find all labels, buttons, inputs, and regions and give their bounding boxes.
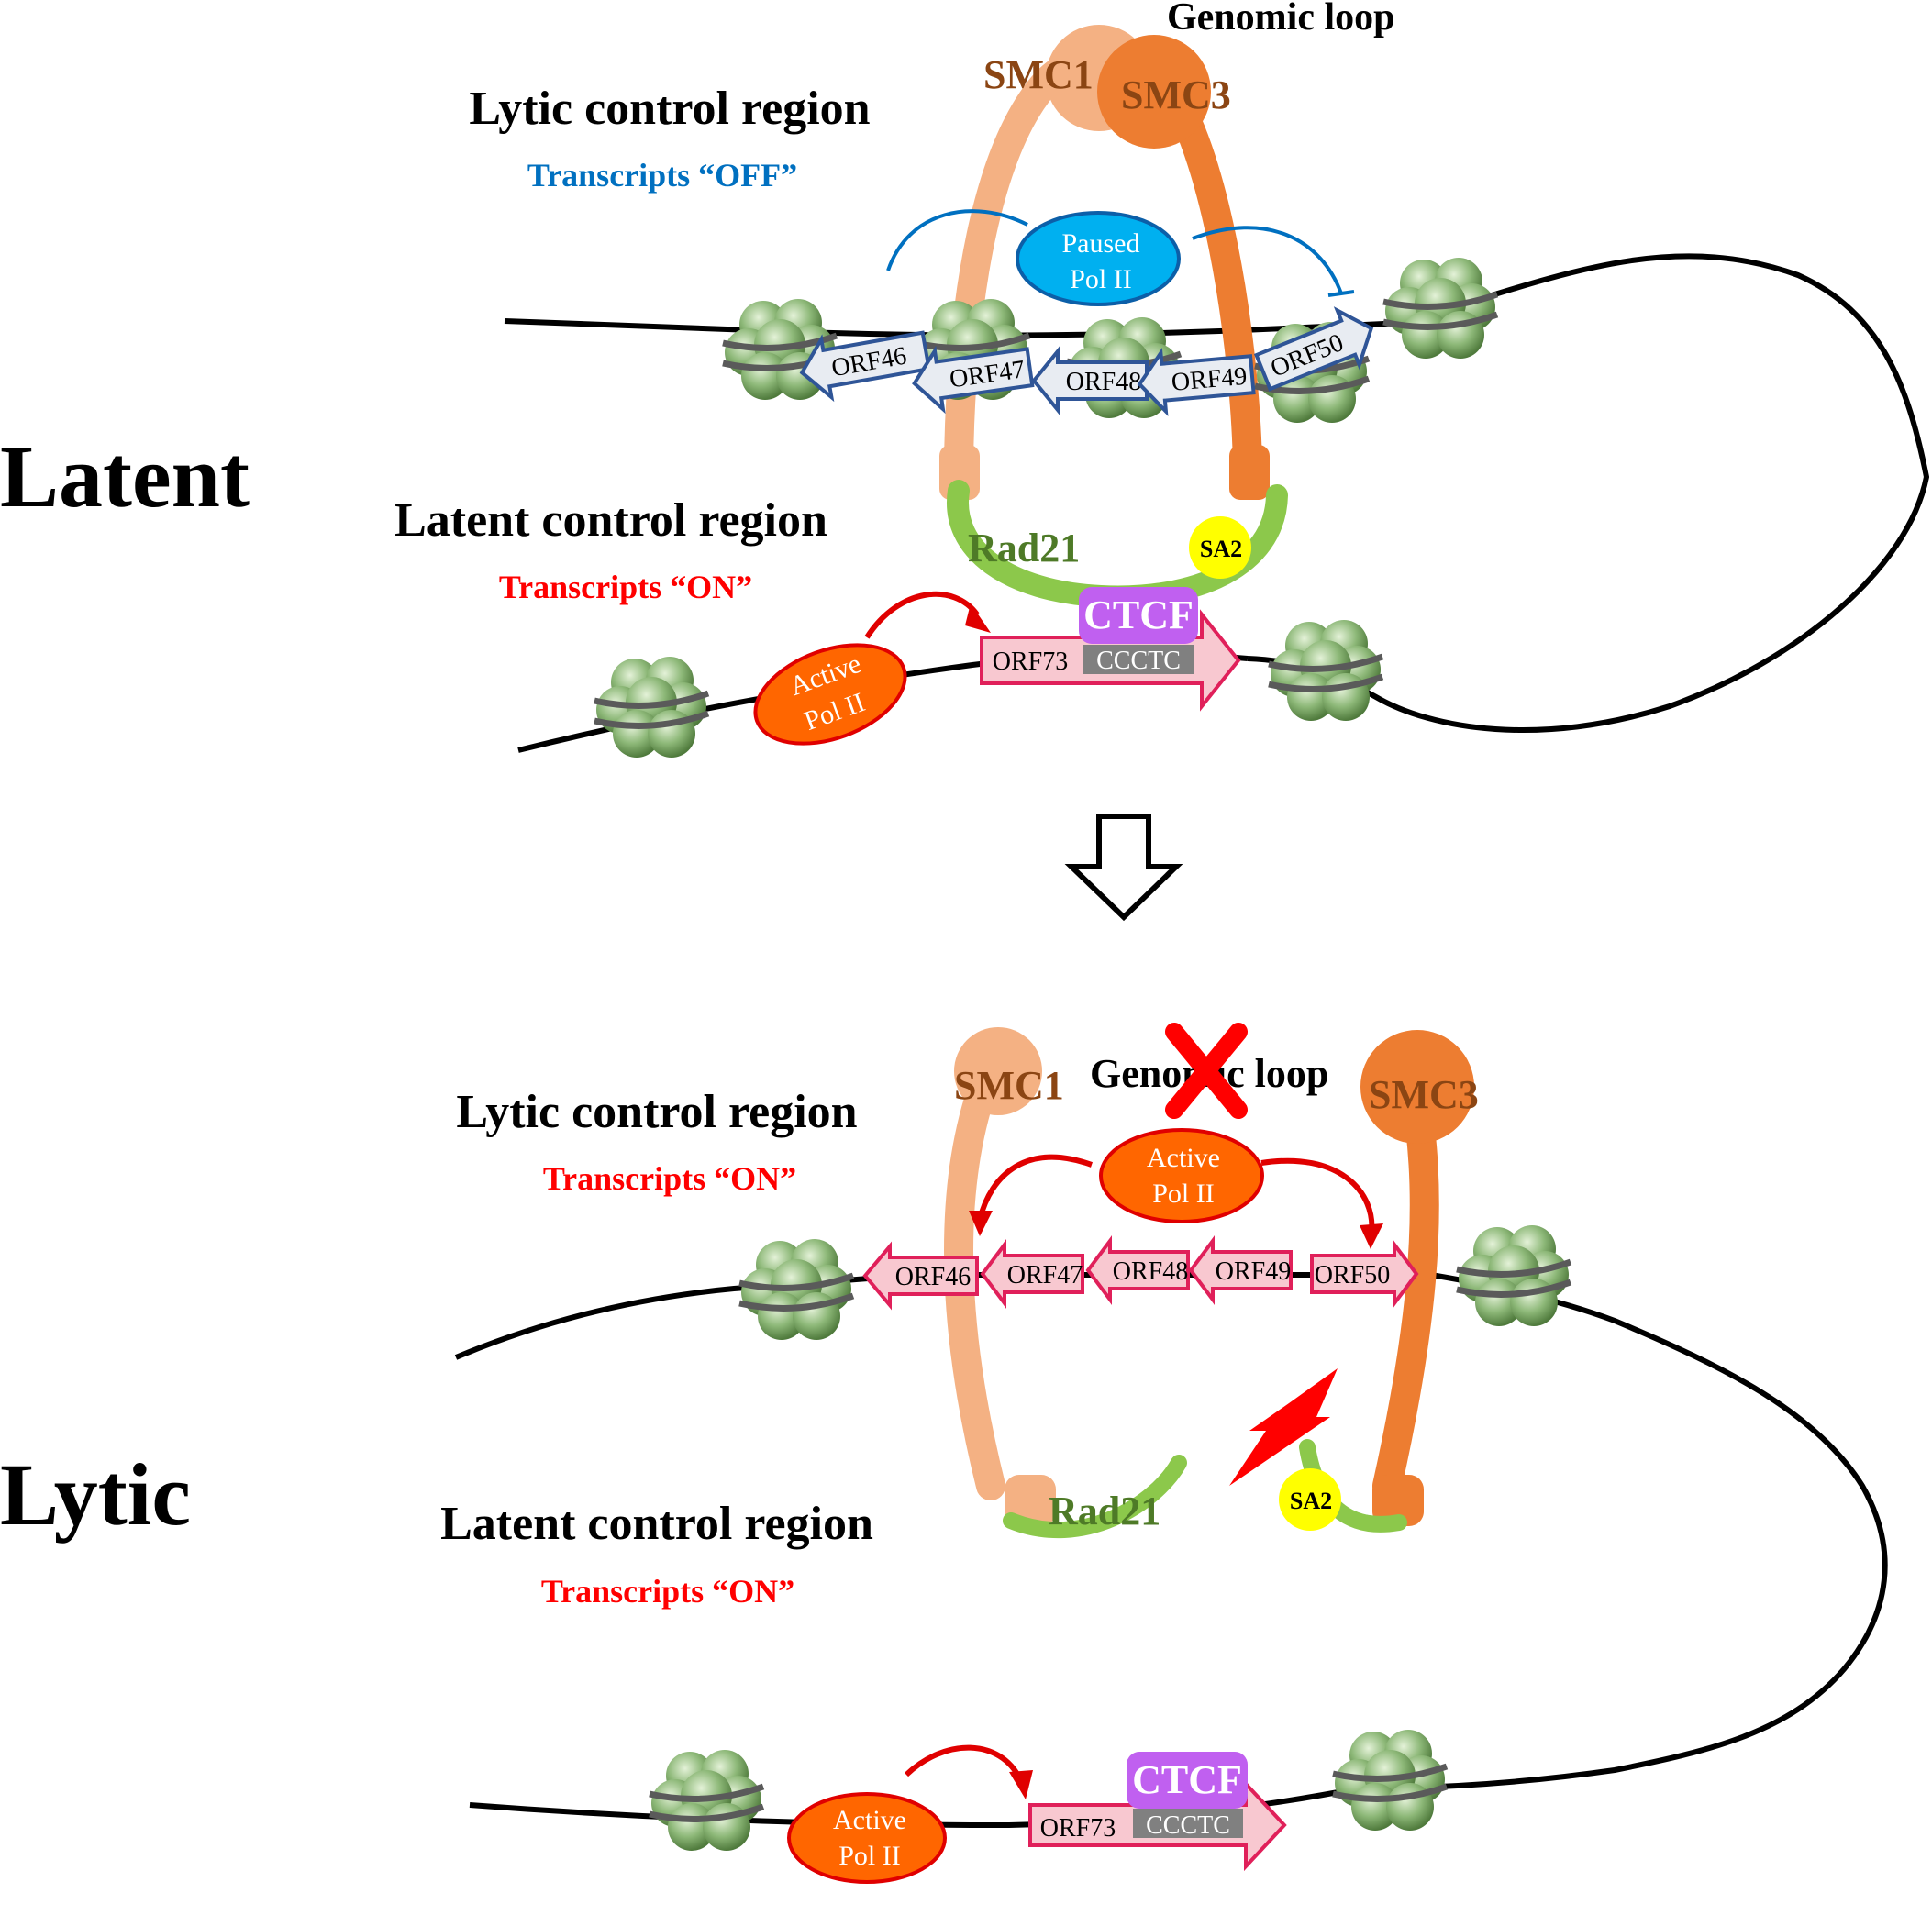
- lytic-smc3-arm: [1372, 1113, 1439, 1500]
- blocked-arrow-left: [886, 209, 1028, 271]
- paused-pol-ii: [1016, 211, 1181, 306]
- lytic-ctcf-site: [1133, 1809, 1243, 1838]
- orf-arrow-on: ORF46: [862, 1241, 979, 1311]
- orf-label: ORF48: [1066, 368, 1141, 396]
- lytic-transcription-arrow-left: [977, 1154, 1094, 1221]
- orf-label: ORF49: [1216, 1257, 1291, 1286]
- smc3-hinge: [1097, 35, 1211, 149]
- lytic-ctcf-protein: [1127, 1752, 1248, 1809]
- active-pol-ii: [753, 643, 907, 746]
- lytic-transcription-arrow-head: [969, 1211, 993, 1236]
- transcription-arrow-head: [965, 603, 991, 633]
- lytic-smc1-arm: [944, 1077, 1005, 1500]
- lytic-lytic-region-title: Lytic control region: [456, 1086, 857, 1138]
- red-x-icon: [1165, 1023, 1248, 1119]
- latent-latent-region-status: Transcripts “ON”: [499, 569, 752, 605]
- lytic-ctcf-label: CTCF: [1132, 1757, 1242, 1802]
- lytic-active-pol-ii: [1099, 1128, 1264, 1223]
- smc3-head: [1229, 445, 1270, 500]
- nucleosome-icon: [1457, 1225, 1571, 1326]
- latent-lytic-region-title: Lytic control region: [469, 83, 870, 135]
- blocked-arrow-right: [1192, 226, 1355, 297]
- nucleosome-icon: [1333, 1730, 1447, 1831]
- latent-dna-top: [504, 253, 1930, 734]
- nucleosome-icon: [594, 657, 708, 758]
- lytic-latent-transcription-arrow: [904, 1744, 1023, 1781]
- sa2-subunit: [1189, 516, 1251, 579]
- lytic-smc1-label: SMC1: [954, 1063, 1064, 1108]
- latent-smc3-label: SMC3: [1121, 72, 1231, 117]
- latent-smc1-label: SMC1: [983, 52, 1094, 97]
- orf-arrow-off: ORF48: [1031, 346, 1149, 415]
- lytic-rad21-fragment: [1003, 1455, 1187, 1538]
- orf-label: ORF46: [895, 1263, 971, 1291]
- lytic-active-pol-label: Pol II: [1152, 1179, 1215, 1209]
- lightning-bolt-icon: [1229, 1368, 1338, 1486]
- orf-arrow-on: ORF47: [980, 1239, 1084, 1309]
- lytic-rad21-label: Rad21: [1049, 1489, 1160, 1533]
- lytic-smc1-hinge: [954, 1027, 1042, 1115]
- latent-state-label: Latent: [0, 427, 250, 526]
- orf-label: ORF49: [1171, 362, 1249, 397]
- orf-arrow-off: ORF46: [799, 330, 931, 403]
- paused-pol-label: Pol II: [1070, 264, 1132, 294]
- lytic-state-label: Lytic: [0, 1445, 191, 1544]
- lytic-active-pol-ii-2: [787, 1792, 947, 1884]
- lytic-sa2-label: SA2: [1290, 1488, 1332, 1514]
- lytic-orf73-label: ORF73: [1040, 1814, 1116, 1843]
- orf-arrow-off: ORF47: [912, 345, 1035, 415]
- ctcf-site-label: CCCTC: [1096, 647, 1181, 675]
- orf-label: ORF50: [1315, 1261, 1390, 1290]
- orf-arrow-off: ORF49: [1137, 347, 1256, 416]
- lytic-smc3-label: SMC3: [1369, 1072, 1479, 1117]
- lytic-active-pol-label: Active: [1147, 1143, 1220, 1173]
- lytic-active-pol2-label: Active: [833, 1805, 906, 1835]
- ctcf-label: CTCF: [1083, 592, 1194, 637]
- lytic-transcription-arrow-right: [1260, 1157, 1375, 1234]
- orf-label: ORF48: [1113, 1257, 1188, 1286]
- lytic-latent-region-title: Latent control region: [440, 1498, 873, 1550]
- latent-latent-region-title: Latent control region: [394, 494, 827, 547]
- orf-arrow-on: ORF49: [1188, 1235, 1293, 1305]
- lytic-panel: SA2 ORF46 ORF47 ORF48 ORF49 ORF50: [440, 1023, 1888, 1884]
- lytic-smc3-head: [1372, 1475, 1424, 1526]
- lytic-active-pol2-label: Pol II: [838, 1841, 901, 1871]
- latent-genomic-loop-label: Genomic loop: [1167, 0, 1395, 39]
- lytic-sa2-subunit: [1279, 1468, 1341, 1531]
- lytic-lytic-region-status: Transcripts “ON”: [543, 1160, 796, 1197]
- nucleosome-icon: [739, 1239, 853, 1340]
- paused-pol-label: Paused: [1062, 228, 1140, 259]
- sa2-label: SA2: [1200, 536, 1242, 562]
- lytic-smc3-hinge: [1360, 1030, 1474, 1144]
- nucleosome-icon: [1383, 258, 1497, 359]
- lytic-smc1-head: [1005, 1475, 1056, 1526]
- ctcf-protein: [1079, 587, 1198, 644]
- latent-lytic-region-status: Transcripts “OFF”: [527, 157, 797, 194]
- nucleosome-icon: [650, 1750, 763, 1851]
- lytic-latent-transcription-arrow-head: [1009, 1770, 1033, 1799]
- nucleosome-icon: [1269, 620, 1382, 721]
- latent-rad21-label: Rad21: [968, 526, 1080, 570]
- orf-arrow-on: ORF50: [1310, 1239, 1419, 1309]
- lytic-dna-top: [454, 1272, 1888, 1791]
- orf-arrow-on: ORF48: [1085, 1235, 1190, 1305]
- latent-panel: ORF46 ORF47 ORF48 ORF49 ORF50 Paused Pol…: [394, 0, 1930, 762]
- transcription-arrow: [864, 591, 980, 639]
- orf-label: ORF47: [1007, 1261, 1083, 1290]
- ctcf-site: [1083, 645, 1194, 674]
- lytic-ctcf-site-label: CCCTC: [1146, 1811, 1230, 1840]
- lytic-latent-region-status: Transcripts “ON”: [541, 1573, 794, 1610]
- orf73-label: ORF73: [993, 648, 1068, 676]
- down-arrow-icon: [1064, 814, 1183, 922]
- lytic-transcription-arrow-head: [1360, 1223, 1383, 1249]
